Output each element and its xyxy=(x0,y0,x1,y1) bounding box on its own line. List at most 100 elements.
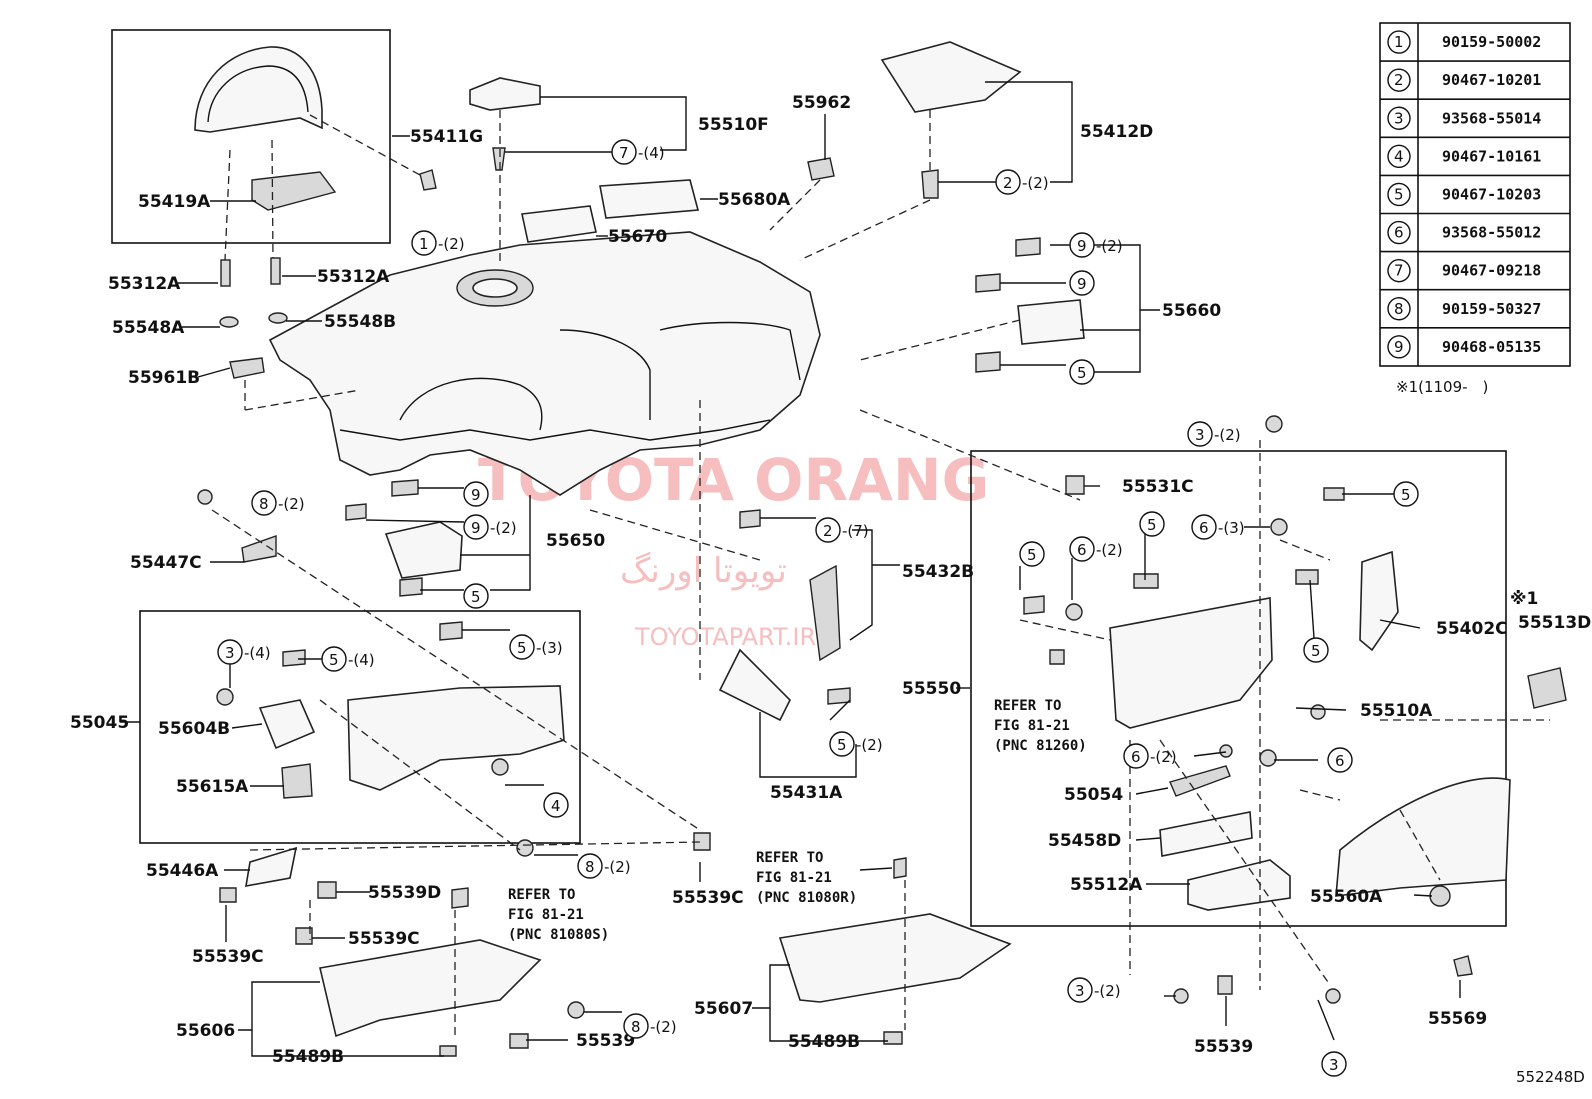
callout: 3 xyxy=(1321,1051,1347,1077)
table-part-number: 90467-09218 xyxy=(1442,262,1541,280)
callout: 8-(2) xyxy=(577,853,631,879)
table-part-number: 90467-10203 xyxy=(1442,185,1541,203)
meter-hood-inner-part xyxy=(251,171,337,211)
callout: 8 -(2) xyxy=(251,490,305,516)
callout: 3-(2) xyxy=(1067,977,1121,1003)
table-index-circle xyxy=(1387,106,1411,130)
table-index-number: 8 xyxy=(1394,300,1404,318)
svg-text:9: 9 xyxy=(471,519,481,537)
svg-text:-(2): -(2) xyxy=(1022,174,1049,192)
callout: 5 xyxy=(1019,541,1045,567)
svg-text:8: 8 xyxy=(259,495,269,513)
callout: 1-(2) xyxy=(411,230,465,256)
label-55615a: 55615A xyxy=(176,777,249,797)
watermark-site: TOYOTAPART.IR xyxy=(634,623,816,651)
label-55510f: 55510F xyxy=(698,115,769,135)
callout: 5 xyxy=(1139,511,1165,537)
svg-text:5: 5 xyxy=(1077,364,1087,382)
callout: 9 xyxy=(463,481,489,507)
label-55531c: 55531C xyxy=(1122,477,1194,497)
svg-text:5: 5 xyxy=(471,588,481,606)
label-55560a: 55560A xyxy=(1310,887,1383,907)
label-55550: 55550 xyxy=(902,679,961,699)
glove-box-group-box xyxy=(970,450,1507,927)
dashed-guides xyxy=(211,110,1550,1040)
svg-text:4: 4 xyxy=(551,797,561,815)
svg-text:-(3): -(3) xyxy=(1218,519,1245,537)
label-55489b-right: 55489B xyxy=(788,1032,860,1052)
table-index-circle xyxy=(1387,30,1411,54)
svg-text:-(2): -(2) xyxy=(490,519,517,537)
svg-text:-(4): -(4) xyxy=(348,651,375,669)
callout: 7-(4) xyxy=(611,139,665,165)
svg-text:-(2): -(2) xyxy=(278,495,305,513)
table-index-number: 2 xyxy=(1394,71,1404,89)
table-index-circle xyxy=(1387,182,1411,207)
label-55606: 55606 xyxy=(176,1021,235,1041)
label-55431a: 55431A xyxy=(770,783,843,803)
table-part-number: 90467-10201 xyxy=(1442,71,1541,89)
callout: 5-(3) xyxy=(509,634,563,660)
svg-text:-(3): -(3) xyxy=(536,639,563,657)
table-index-circle xyxy=(1387,68,1411,92)
svg-text:5: 5 xyxy=(1027,546,1037,564)
table-part-number: 93568-55012 xyxy=(1442,224,1541,242)
label-55446a: 55446A xyxy=(146,861,219,881)
table-part-number: 90159-50002 xyxy=(1442,33,1541,51)
small-fasteners xyxy=(197,41,1567,1057)
label-55045: 55045 xyxy=(70,713,129,733)
svg-text:3: 3 xyxy=(225,644,235,662)
callout: 5 xyxy=(463,583,489,609)
callout: 5 xyxy=(1069,359,1095,385)
label-55489b-left: 55489B xyxy=(272,1047,344,1067)
svg-text:5: 5 xyxy=(1147,516,1157,534)
part-labels: 55411G 55419A 55312A 55312A 55548A 55548… xyxy=(70,93,1591,1086)
label-55660: 55660 xyxy=(1162,301,1221,321)
table-index-number: 7 xyxy=(1394,262,1404,280)
label-55539c-mid: 55539C xyxy=(348,929,420,949)
table-index-number: 3 xyxy=(1394,109,1404,127)
refer-81080s-line3: (PNC 81080S) xyxy=(508,927,609,943)
table-index-circle xyxy=(1387,220,1411,245)
svg-text:-(7): -(7) xyxy=(842,522,869,540)
svg-text:-(2): -(2) xyxy=(1096,541,1123,559)
label-55680a: 55680A xyxy=(718,190,791,210)
label-55419a: 55419A xyxy=(138,192,211,212)
table-index-circle xyxy=(1387,258,1411,283)
label-55411g: 55411G xyxy=(410,127,483,147)
label-55312a-right: 55312A xyxy=(317,267,390,287)
table-part-number: 90159-50327 xyxy=(1442,300,1541,318)
refer-81080r-line1: REFER TO xyxy=(756,850,823,866)
label-55607: 55607 xyxy=(694,999,753,1019)
label-55548a: 55548A xyxy=(112,318,185,338)
callout: 8-(2) xyxy=(623,1013,677,1039)
svg-text:9: 9 xyxy=(1077,237,1087,255)
instrument-panel-frame xyxy=(268,231,821,496)
label-55512a: 55512A xyxy=(1070,875,1143,895)
callout: 5-(2) xyxy=(829,731,883,757)
table-index-circle xyxy=(1387,297,1411,321)
callout: 2-(7) xyxy=(815,517,869,543)
label-note-text: ※1(1109- ) xyxy=(1396,378,1488,396)
label-55312a-left: 55312A xyxy=(108,274,181,294)
label-55670: 55670 xyxy=(608,227,667,247)
label-55539-right: 55539 xyxy=(1194,1037,1253,1057)
table-index-number: 5 xyxy=(1394,185,1404,203)
svg-text:-(2): -(2) xyxy=(856,736,883,754)
svg-text:-(2): -(2) xyxy=(1096,237,1123,255)
lower-panel-group-box xyxy=(139,610,581,844)
svg-text:-(2): -(2) xyxy=(1150,748,1177,766)
table-part-number: 90468-05135 xyxy=(1442,338,1541,356)
svg-text:-(2): -(2) xyxy=(650,1018,677,1036)
svg-text:3: 3 xyxy=(1195,426,1205,444)
callout: 3 -(4) xyxy=(217,639,271,665)
refer-81080r-line2: FIG 81-21 xyxy=(756,870,832,886)
svg-text:-(4): -(4) xyxy=(244,644,271,662)
callout: 2-(2) xyxy=(995,169,1049,195)
svg-text:1: 1 xyxy=(419,235,429,253)
meter-hood-group-box xyxy=(111,29,391,244)
meter-hood-part xyxy=(194,46,323,133)
table-index-circle xyxy=(1387,144,1411,169)
refer-notes: REFER TO FIG 81-21 (PNC 81260) REFER TO … xyxy=(508,698,1087,943)
